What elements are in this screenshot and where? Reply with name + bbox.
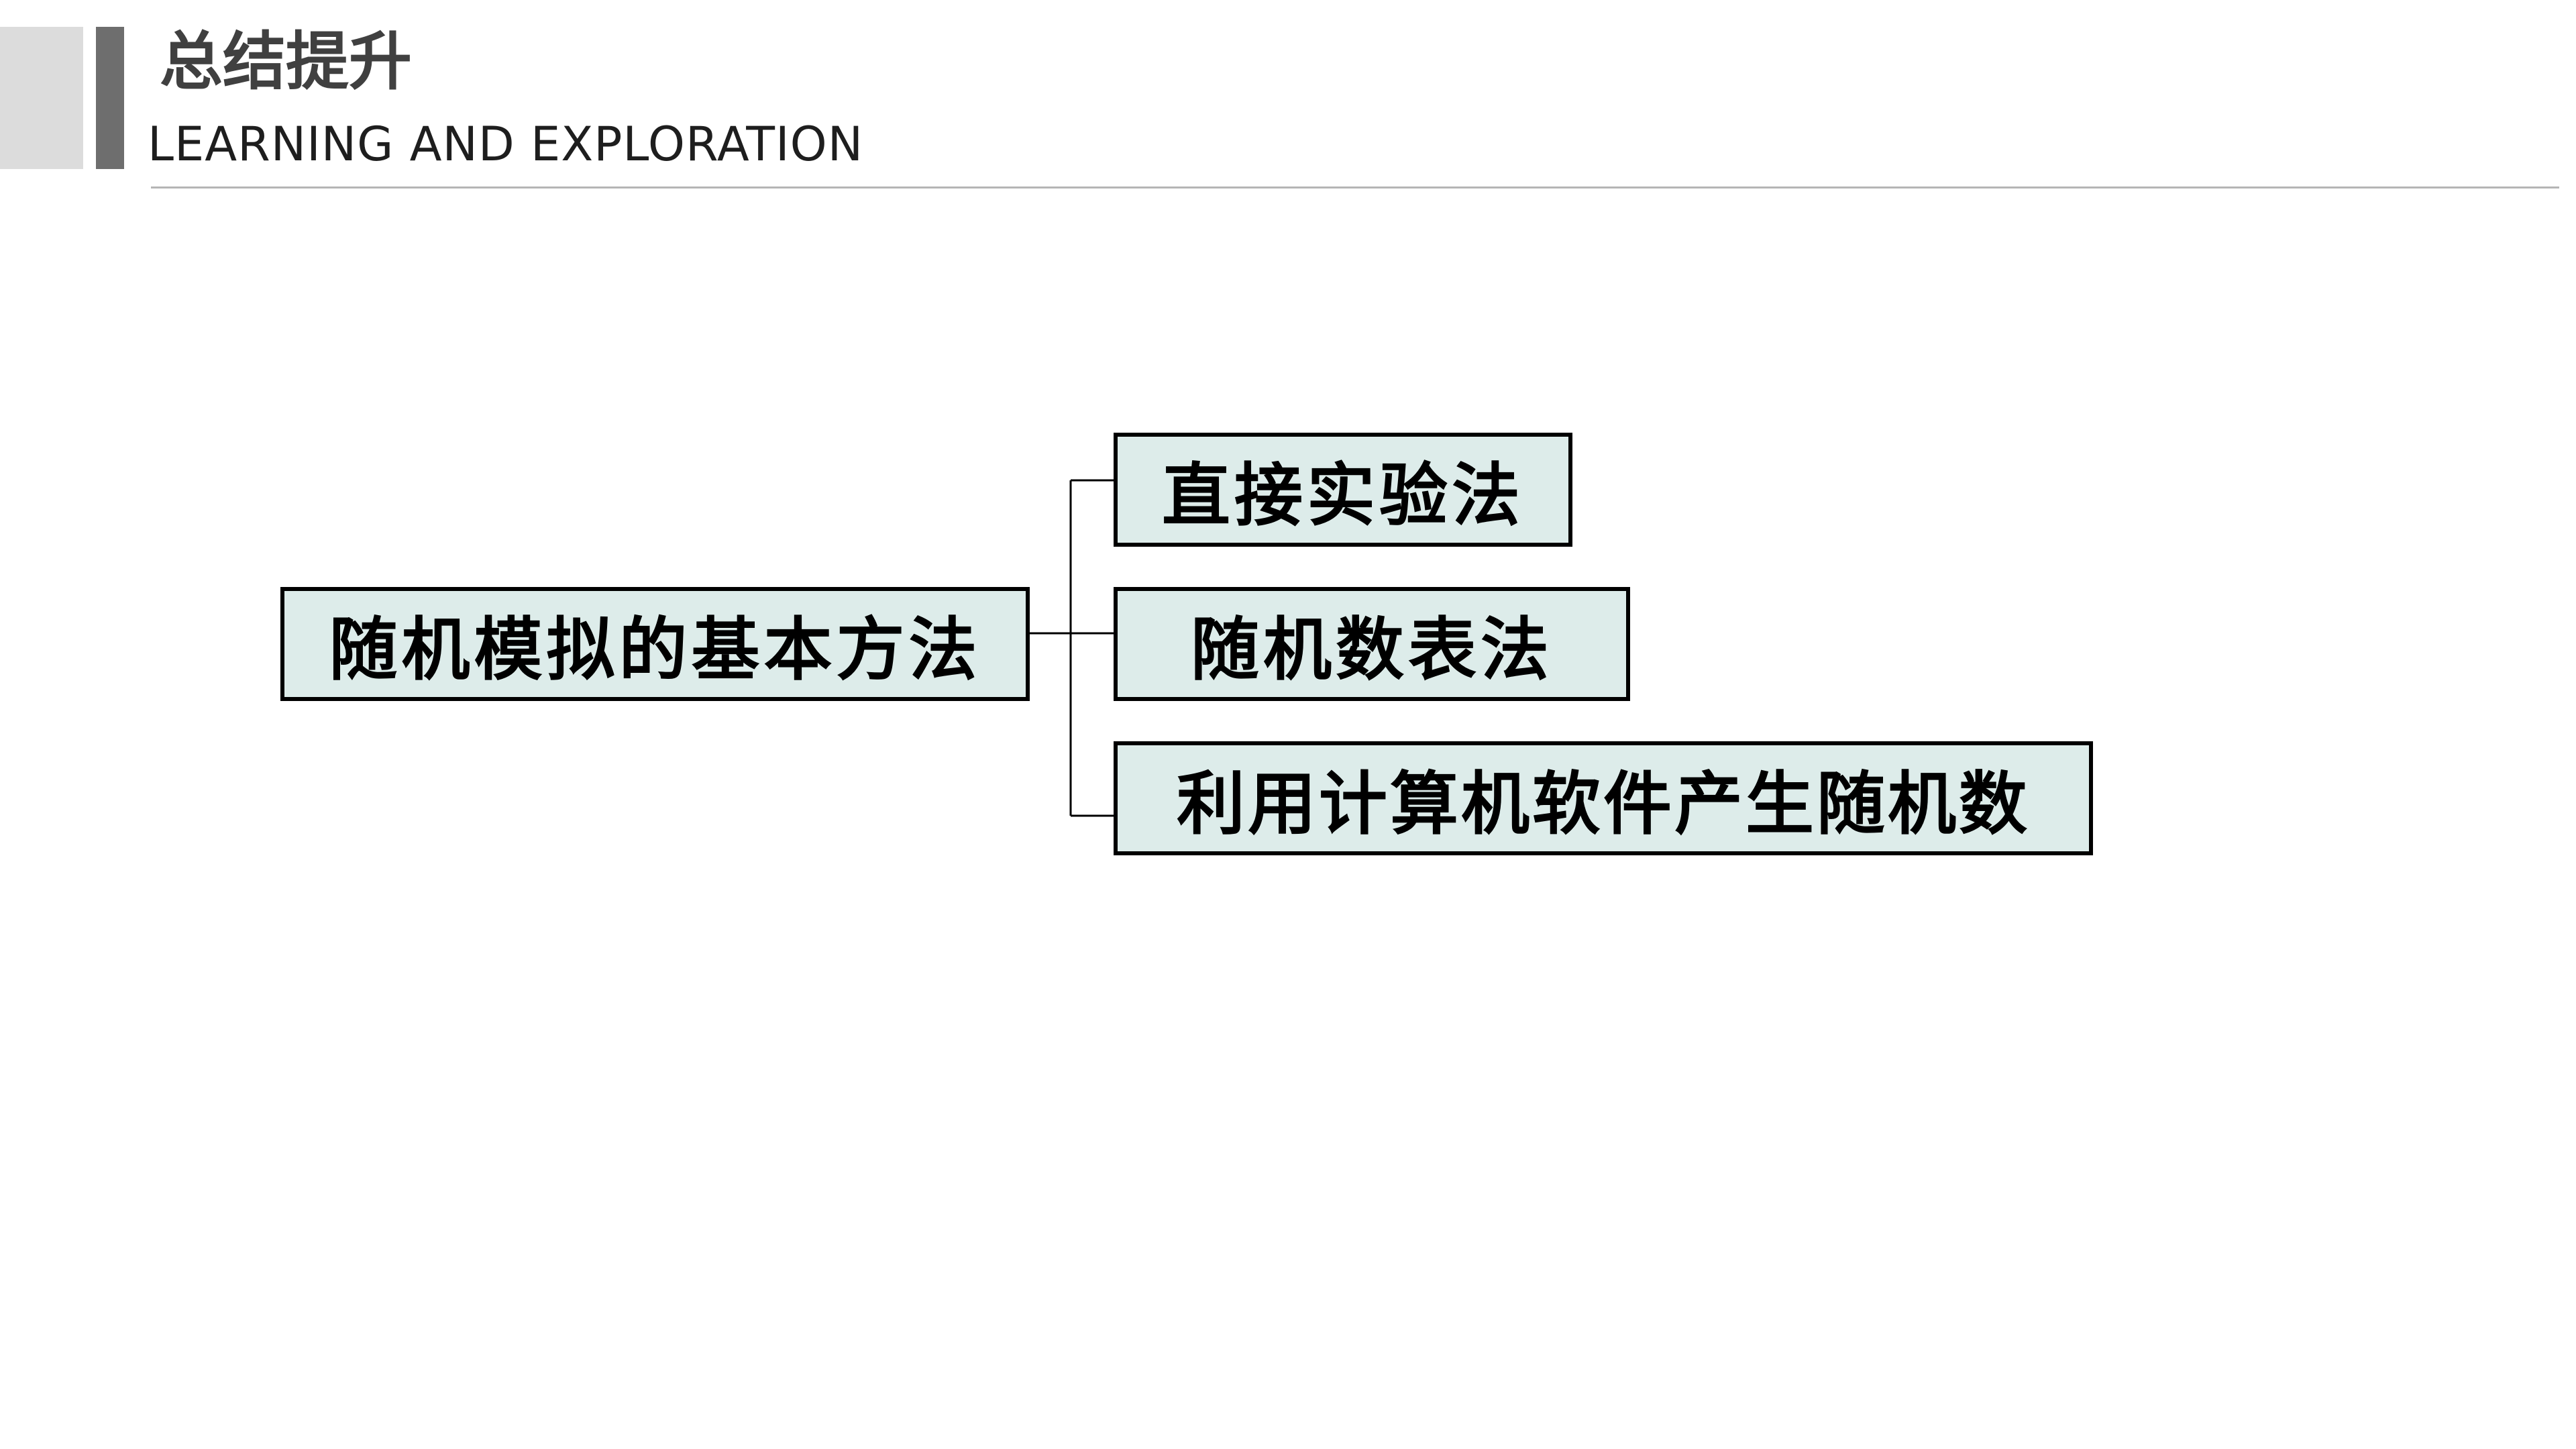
branch-node-computer-generation: 利用计算机软件产生随机数 bbox=[1114, 741, 2093, 855]
branch-node-random-table: 随机数表法 bbox=[1114, 587, 1630, 701]
root-node: 随机模拟的基本方法 bbox=[280, 587, 1030, 701]
header-accent-bar bbox=[96, 27, 124, 169]
page-title: 总结提升 bbox=[160, 25, 413, 99]
page-subtitle: LEARNING AND EXPLORATION bbox=[148, 117, 864, 172]
header-divider bbox=[151, 186, 2559, 189]
branch-node-direct-experiment: 直接实验法 bbox=[1114, 433, 1572, 547]
header-decor-block bbox=[0, 27, 83, 169]
